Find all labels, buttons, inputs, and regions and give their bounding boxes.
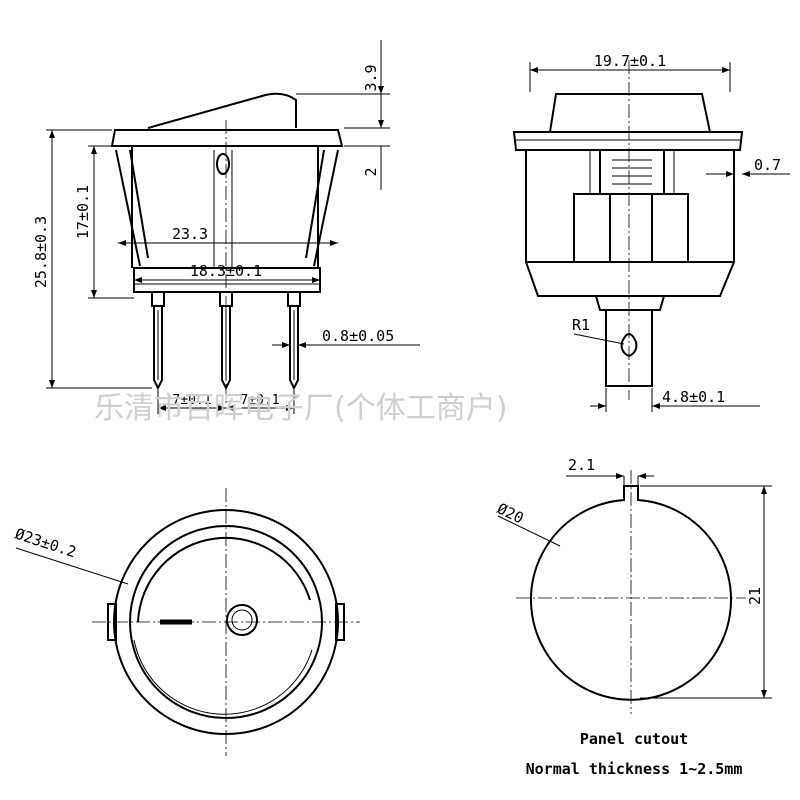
front-spring xyxy=(599,149,665,195)
dim-key-width: 2.1 xyxy=(568,456,595,474)
dim-pin-pitch-left: 7±0.1 xyxy=(172,393,211,408)
front-terminal-base xyxy=(595,295,665,311)
left-clip xyxy=(115,149,149,267)
dim-pin-pitch-right: 7±0.1 xyxy=(240,393,279,408)
dim-top-height: 3.9 xyxy=(362,64,380,91)
front-contact-left xyxy=(573,193,611,263)
front-contact-right xyxy=(651,193,689,263)
cutout-title: Panel cutout xyxy=(580,730,688,748)
dim-front-width: 19.7±0.1 xyxy=(594,52,666,70)
dim-terminal-width: 4.8±0.1 xyxy=(662,388,725,406)
dim-body-height: 17±0.1 xyxy=(74,185,92,239)
dim-base-width: 18.3±0.1 xyxy=(190,262,262,280)
cutout-thickness: Normal thickness 1~2.5mm xyxy=(526,760,743,778)
side-contact xyxy=(216,153,230,175)
on-mark-inner xyxy=(231,609,253,631)
dim-wall: 0.7 xyxy=(754,156,781,174)
cutout-outline xyxy=(530,485,732,701)
on-mark-outer xyxy=(226,604,258,636)
front-rocker xyxy=(549,93,711,133)
front-body xyxy=(525,150,735,297)
side-view: 3.9 2 25.8±0.3 17±0.1 23.3 18.3±0.1 0.8±… xyxy=(32,40,420,414)
dim-flange-gap: 2 xyxy=(362,167,380,176)
rocker-edge xyxy=(137,537,311,623)
dim-cutout-height: 21 xyxy=(746,587,764,605)
dim-total-height: 25.8±0.3 xyxy=(32,216,50,288)
front-view: 19.7±0.1 0.7 R1 4.8±0.1 xyxy=(512,52,790,412)
dim-pin-thickness: 0.8±0.05 xyxy=(322,327,394,345)
side-body xyxy=(131,146,319,268)
dim-body-width: 23.3 xyxy=(172,225,208,243)
dim-radius: R1 xyxy=(572,316,590,334)
side-flange xyxy=(110,129,344,147)
watermark: 乐清市百晖电子厂(个体工商户) xyxy=(94,391,507,426)
dim-top-diameter: Ø23±0.2 xyxy=(13,525,79,562)
front-flange xyxy=(512,131,744,151)
rocker-top xyxy=(147,92,297,129)
right-clip xyxy=(305,149,339,267)
top-view: Ø23±0.2 xyxy=(13,488,360,756)
dim-cutout-diameter: Ø20 xyxy=(494,499,526,527)
panel-cutout-view: 2.1 Ø20 21 Panel cutout Normal thickness… xyxy=(494,456,772,778)
